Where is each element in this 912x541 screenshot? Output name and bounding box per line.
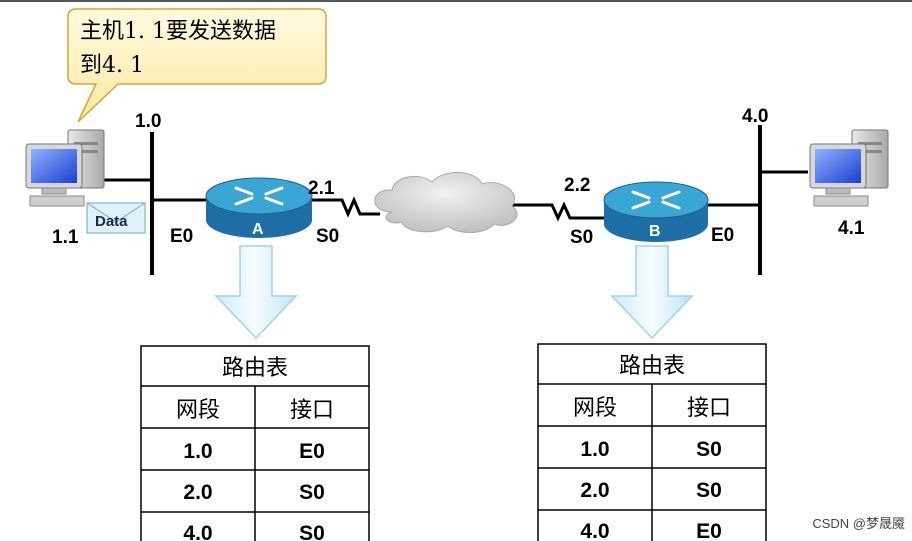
data-envelope-icon: Data	[86, 202, 146, 234]
csdn-watermark: CSDN @梦晟魇	[812, 516, 905, 531]
arrow-down-icon	[610, 245, 694, 340]
routing-table-a-header: 接口	[290, 398, 334, 423]
router-b-s0-label: S0	[570, 227, 593, 248]
routing-table-b-header: 接口	[687, 396, 731, 421]
computer-icon	[809, 129, 889, 207]
router-a-icon: A	[205, 177, 313, 238]
routing-table-a-header: 网段	[176, 398, 220, 423]
routing-table-a-cell: S0	[299, 522, 325, 541]
computer-icon	[25, 129, 105, 207]
routing-table-b-cell: E0	[696, 520, 722, 541]
serial-link-a	[312, 196, 380, 218]
router-b-icon: B	[603, 181, 709, 242]
envelope-label: Data	[95, 213, 128, 230]
routing-table-a-cell: 4.0	[183, 522, 212, 541]
routing-table-b-header: 网段	[573, 396, 617, 421]
router-b-e0-label: E0	[711, 225, 734, 246]
routing-table-a-cell: E0	[299, 440, 325, 463]
routing-table-b-cell: 2.0	[580, 479, 609, 502]
callout-line-2: 到4. 1	[80, 53, 144, 78]
router-a-s0-label: S0	[316, 226, 339, 247]
arrow-down-icon	[214, 245, 298, 340]
routing-table-b-cell: 1.0	[580, 438, 609, 461]
router-a-serial-ip: 2.1	[308, 178, 335, 199]
callout-line-1: 主机1. 1要发送数据	[80, 19, 276, 44]
routing-table-a-cell: 1.0	[183, 440, 212, 463]
routing-table-a-cell: 2.0	[183, 481, 212, 504]
routing-table-a-cell: S0	[299, 481, 325, 504]
routing-table-b-cell: S0	[696, 438, 722, 461]
router-a-e0-label: E0	[170, 226, 193, 247]
left-host-label: 1.1	[52, 227, 79, 248]
routing-table-a-title: 路由表	[222, 356, 288, 381]
wan-cloud-icon	[374, 171, 518, 233]
right-network-label: 4.0	[742, 106, 768, 127]
router-b-serial-ip: 2.2	[564, 175, 590, 196]
routing-table-b: 路由表 网段 接口 1.0 S0 2.0 S0 4.0 E0	[537, 343, 767, 541]
left-network-label: 1.0	[135, 111, 161, 132]
routing-table-b-title: 路由表	[619, 354, 685, 379]
routing-table-b-cell: 4.0	[580, 520, 609, 541]
serial-link-b	[512, 201, 604, 222]
routing-table-b-cell: S0	[696, 479, 722, 502]
routing-table-a: 路由表 网段 接口 1.0 E0 2.0 S0 4.0 S0	[140, 345, 370, 541]
callout-bubble: 主机1. 1要发送数据 到4. 1	[67, 8, 327, 123]
right-host-label: 4.1	[838, 218, 865, 239]
router-b-name: B	[649, 223, 661, 240]
router-a-name: A	[252, 221, 264, 238]
